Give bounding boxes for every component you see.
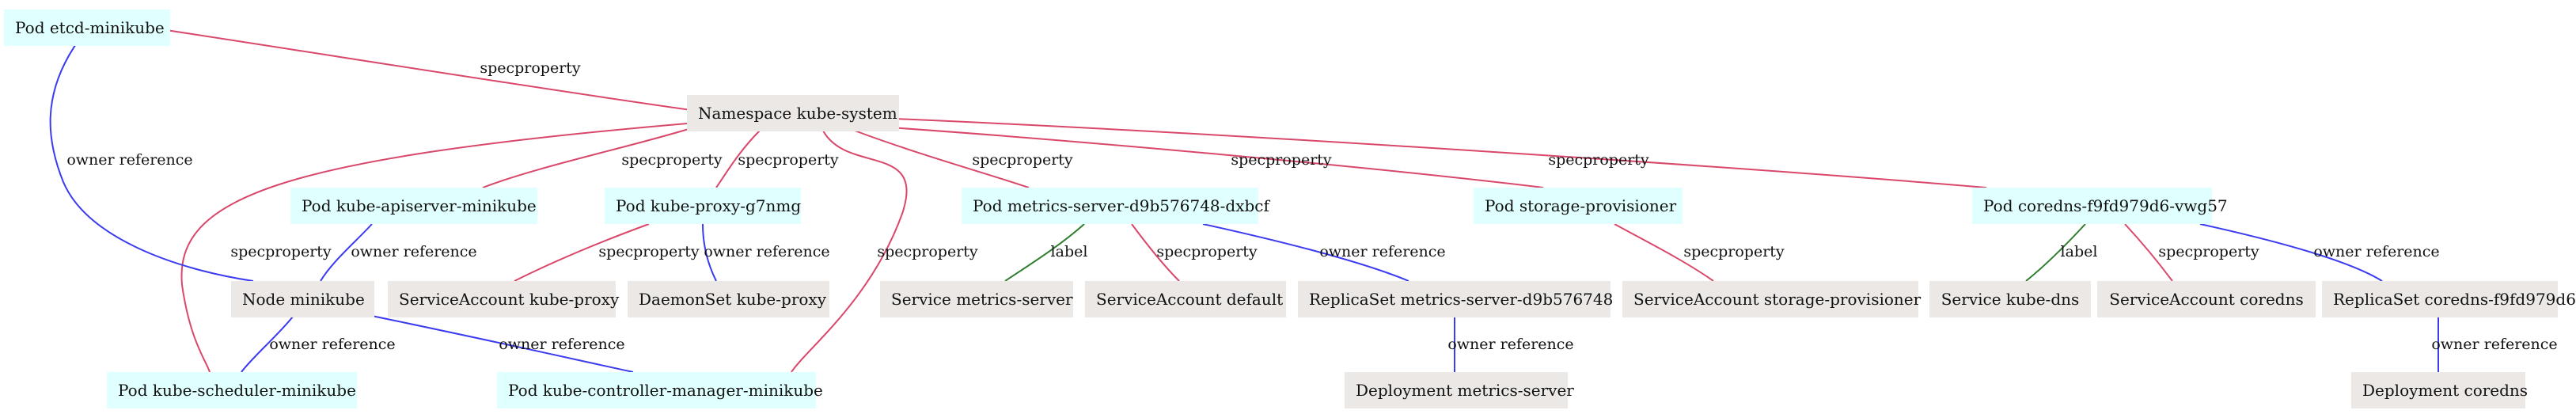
edge-proxy-daemonset — [702, 223, 717, 282]
edge-coredns-replicaset — [2199, 223, 2383, 282]
node-minikube[interactable]: Node minikube — [231, 281, 374, 317]
edge-label: specproperty — [480, 59, 581, 77]
edge-label: specproperty — [1231, 151, 1332, 169]
node-service-metrics-server[interactable]: Service metrics-server — [880, 281, 1073, 317]
node-deployment-metrics-server[interactable]: Deployment metrics-server — [1345, 372, 1574, 408]
edge-label: owner reference — [351, 243, 477, 260]
edge-namespace-storage — [878, 126, 1544, 188]
edge-namespace-proxy — [715, 130, 761, 188]
edge-label: owner reference — [499, 336, 625, 353]
node-namespace-kube-system[interactable]: Namespace kube-system — [687, 95, 899, 131]
edge-label: specproperty — [598, 243, 700, 260]
edge-etcd-node — [49, 39, 254, 282]
node-daemonset-kube-proxy[interactable]: DaemonSet kube-proxy — [628, 281, 829, 317]
node-pod-kube-controller-manager[interactable]: Pod kube-controller-manager-minikube — [497, 372, 823, 408]
node-serviceaccount-default[interactable]: ServiceAccount default — [1085, 281, 1286, 317]
edge-label: owner reference — [2313, 243, 2440, 260]
edge-etcd-namespace — [165, 29, 697, 112]
node-pod-metrics-server[interactable]: Pod metrics-server-d9b576748-dxbcf — [962, 188, 1269, 224]
edge-label: owner reference — [1447, 336, 1574, 353]
edge-node-scheduler — [241, 316, 294, 373]
edge-label: label — [1050, 243, 1088, 260]
edge-namespace-scheduler — [180, 122, 697, 373]
edge-label: owner reference — [704, 243, 830, 260]
edge-label: specproperty — [230, 243, 332, 260]
edge-label: owner reference — [269, 336, 396, 353]
edge-metrics-replicaset — [1202, 223, 1409, 282]
edge-label: owner reference — [66, 151, 193, 169]
edge-label: owner reference — [2431, 336, 2558, 353]
node-serviceaccount-kube-proxy[interactable]: ServiceAccount kube-proxy — [388, 281, 619, 317]
node-pod-coredns[interactable]: Pod coredns-f9fd979d6-vwg57 — [1972, 188, 2228, 224]
edge-label: specproperty — [972, 151, 1073, 169]
edge-label: specproperty — [738, 151, 839, 169]
edge-namespace-coredns — [893, 118, 1987, 188]
edge-namespace-apiserver — [482, 126, 697, 188]
edge-label: specproperty — [1548, 151, 1649, 169]
edge-label: specproperty — [2158, 243, 2259, 260]
node-pod-etcd[interactable]: Pod etcd-minikube — [4, 9, 170, 46]
node-pod-storage-provisioner[interactable]: Pod storage-provisioner — [1474, 188, 1683, 224]
edge-apiserver-node — [320, 223, 373, 282]
node-pod-kube-scheduler[interactable]: Pod kube-scheduler-minikube — [107, 372, 357, 408]
node-pod-kube-proxy[interactable]: Pod kube-proxy-g7nmg — [605, 188, 801, 224]
node-deployment-coredns[interactable]: Deployment coredns — [2351, 372, 2528, 408]
node-replicaset-coredns[interactable]: ReplicaSet coredns-f9fd979d6 — [2322, 281, 2576, 317]
edge-label: owner reference — [1319, 243, 1446, 260]
edge-namespace-metrics — [854, 130, 1030, 188]
node-service-kube-dns[interactable]: Service kube-dns — [1929, 281, 2091, 317]
node-daemonset-label: DaemonSet kube-proxy — [639, 290, 826, 309]
edge-label: specproperty — [877, 243, 978, 260]
edge-metrics-service — [1004, 223, 1085, 282]
edge-storage-sastorage — [1614, 223, 1714, 282]
node-serviceaccount-storage-provisioner[interactable]: ServiceAccount storage-provisioner — [1622, 281, 1921, 317]
edge-coredns-kubedns — [2025, 223, 2086, 282]
node-replicaset-metrics-server[interactable]: ReplicaSet metrics-server-d9b576748 — [1298, 281, 1613, 317]
edge-node-controller — [367, 314, 634, 373]
edge-proxy-saproxy — [514, 223, 650, 282]
node-pod-kube-apiserver[interactable]: Pod kube-apiserver-minikube — [290, 188, 537, 224]
edge-namespace-controller — [791, 130, 908, 373]
node-serviceaccount-coredns[interactable]: ServiceAccount coredns — [2097, 281, 2316, 317]
edge-label: label — [2060, 243, 2098, 260]
edge-label: specproperty — [1156, 243, 1258, 260]
edge-metrics-sadefault — [1131, 223, 1180, 282]
edge-label: specproperty — [1683, 243, 1785, 260]
edge-label: specproperty — [621, 151, 723, 169]
edge-coredns-sacoredns — [2124, 223, 2173, 282]
